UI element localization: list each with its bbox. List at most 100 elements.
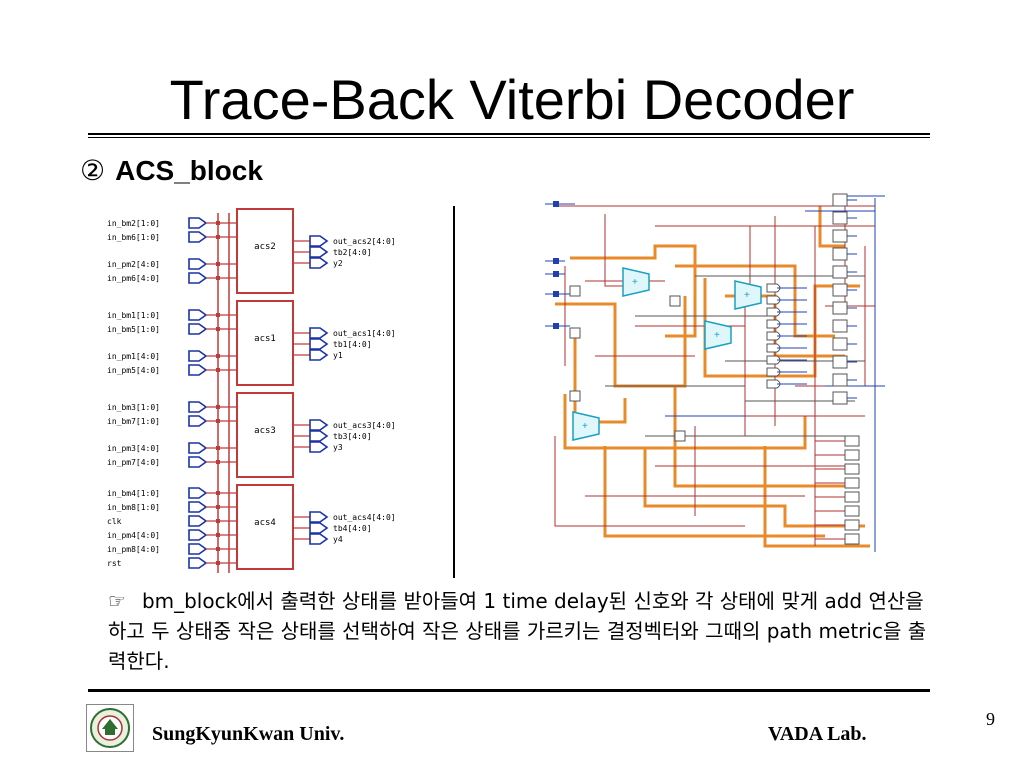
wire-junction — [216, 460, 220, 464]
input-port-marker — [188, 323, 208, 335]
orange-bus — [573, 336, 627, 424]
input-port-marker — [188, 401, 208, 413]
input-port-marker — [188, 217, 208, 229]
input-pin — [553, 291, 559, 297]
input-port-label: in_bm7[1:0] — [107, 417, 160, 426]
wire-junction — [216, 419, 220, 423]
pointing-hand-icon: ☞ — [108, 589, 126, 613]
output-port-label: out_acs4[4:0] — [333, 513, 396, 522]
orange-bus — [673, 386, 855, 488]
output-port-label: y4 — [333, 535, 343, 544]
input-port-marker — [188, 231, 208, 243]
orange-bus — [570, 244, 697, 338]
output-port-label: out_acs2[4:0] — [333, 237, 396, 246]
register-cell — [832, 301, 848, 315]
output-port-marker — [309, 257, 329, 269]
wire-junction — [216, 519, 220, 523]
acs-block-label: acs2 — [254, 242, 276, 252]
slide-title: Trace-Back Viterbi Decoder — [169, 68, 855, 131]
acs-block-schematic: in_bm2[1:0]in_bm6[1:0]in_pm2[4:0]in_pm6[… — [107, 208, 396, 573]
input-port-label: in_pm5[4:0] — [107, 366, 160, 375]
input-port-label: in_pm3[4:0] — [107, 444, 160, 453]
footer-rule — [88, 689, 930, 692]
acs-block-box — [236, 392, 294, 478]
output-port-label: tb4[4:0] — [333, 524, 372, 533]
orange-bus — [763, 446, 870, 548]
register-cell — [844, 505, 860, 517]
register-cell — [832, 229, 848, 243]
input-port-marker — [188, 350, 208, 362]
wire-junction — [216, 446, 220, 450]
register-cell — [844, 477, 860, 489]
gate-level-circuit: ++++ — [545, 193, 885, 552]
wire-junction — [216, 327, 220, 331]
schematic-separator — [453, 206, 455, 578]
orange-bus — [818, 206, 845, 248]
input-port-label: in_pm7[4:0] — [107, 458, 160, 467]
mux-cell — [669, 295, 681, 307]
mux-cell — [674, 430, 686, 442]
input-port-marker — [188, 515, 208, 527]
output-port-marker — [309, 522, 329, 534]
input-port-label: in_pm8[4:0] — [107, 545, 160, 554]
acs-block-label: acs3 — [254, 426, 276, 436]
orange-bus — [563, 394, 807, 450]
output-port-marker — [309, 430, 329, 442]
input-port-marker — [188, 529, 208, 541]
red-wire — [554, 436, 745, 527]
output-port-label: tb1[4:0] — [333, 340, 372, 349]
footer-lab: VADA Lab. — [768, 723, 867, 745]
input-port-label: in_pm4[4:0] — [107, 531, 160, 540]
output-port-label: tb2[4:0] — [333, 248, 372, 257]
acs-block-box — [236, 300, 294, 386]
description-note: ☞bm_block에서 출력한 상태를 받아들여 1 time delay된 신… — [108, 586, 938, 676]
register-cell — [844, 533, 860, 545]
input-port-label: rst — [107, 559, 122, 568]
output-port-label: y3 — [333, 443, 343, 452]
acs-block-label: acs4 — [254, 518, 276, 528]
input-pin — [553, 271, 559, 277]
acs-block-box — [236, 484, 294, 570]
input-port-marker — [188, 272, 208, 284]
orange-bus — [643, 448, 865, 528]
adder-symbol: + — [744, 290, 750, 301]
wire-junction — [216, 368, 220, 372]
output-port-marker — [309, 246, 329, 258]
footer-university: SungKyunKwan Univ. — [152, 723, 345, 745]
wire-junction — [216, 547, 220, 551]
adder-block — [734, 280, 762, 310]
acs-block-group: in_bm2[1:0]in_bm6[1:0]in_pm2[4:0]in_pm6[… — [107, 208, 396, 573]
input-port-marker — [188, 309, 208, 321]
adder-symbol: + — [714, 330, 720, 341]
input-port-label: in_bm1[1:0] — [107, 311, 160, 320]
input-port-label: in_pm6[4:0] — [107, 274, 160, 283]
register-cell — [832, 355, 848, 369]
wire-junction — [216, 221, 220, 225]
wire-junction — [216, 405, 220, 409]
adder-block — [622, 267, 650, 297]
wire-junction — [216, 235, 220, 239]
register-cell — [832, 373, 848, 387]
register-cell — [832, 283, 848, 297]
input-port-marker — [188, 442, 208, 454]
register-cell — [832, 193, 848, 207]
register-cell — [832, 265, 848, 279]
mux-cell — [569, 285, 581, 297]
input-pin — [553, 323, 559, 329]
adder-block — [704, 320, 732, 350]
input-port-label: in_bm3[1:0] — [107, 403, 160, 412]
input-port-marker — [188, 258, 208, 270]
input-port-marker — [188, 456, 208, 468]
input-port-marker — [188, 501, 208, 513]
section-heading-text: ACS_block — [115, 155, 263, 186]
input-port-marker — [188, 557, 208, 569]
wire-junction — [216, 491, 220, 495]
output-port-label: out_acs1[4:0] — [333, 329, 396, 338]
wire-junction — [216, 354, 220, 358]
acs-block-label: acs1 — [254, 334, 276, 344]
output-port-marker — [309, 511, 329, 523]
input-port-label: in_bm6[1:0] — [107, 233, 160, 242]
wire-junction — [216, 561, 220, 565]
adder-symbol: + — [632, 277, 638, 288]
mux-cell — [569, 327, 581, 339]
